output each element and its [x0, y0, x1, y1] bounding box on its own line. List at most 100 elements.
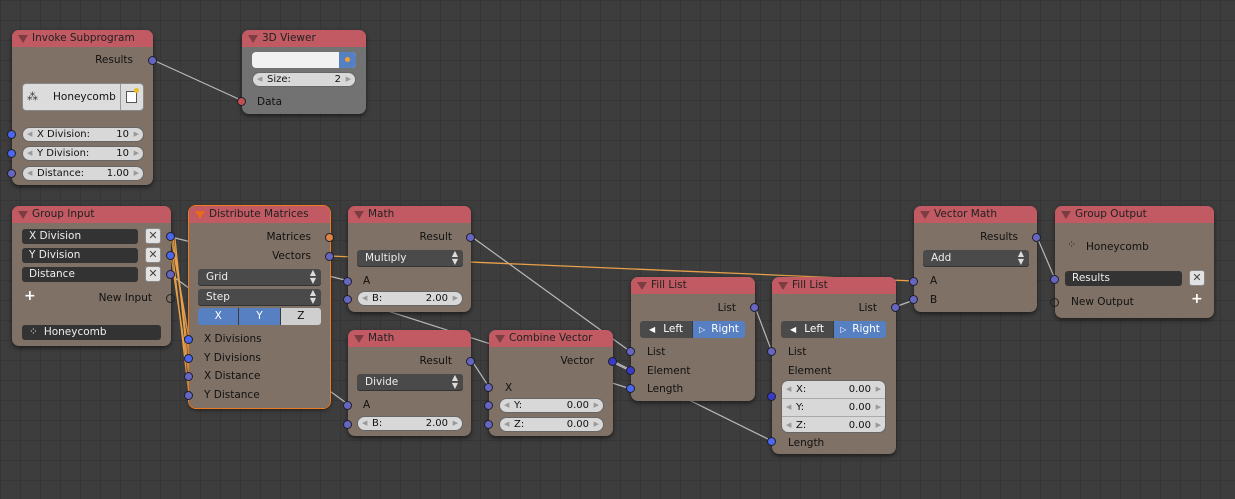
node-combine-vector[interactable]: Combine Vector Vector X ◀Y:0.00▶ ◀Z:0.00… [484, 330, 617, 436]
distance-mode-dropdown[interactable]: Step▲▼ [198, 289, 321, 306]
element-y-field[interactable]: ◀Y:0.00▶ [782, 398, 885, 416]
socket-b-input[interactable] [909, 295, 918, 304]
socket-x-division-input[interactable] [7, 130, 16, 139]
node-header[interactable]: Math [348, 206, 471, 223]
node-header[interactable]: Fill List [631, 277, 755, 294]
size-field[interactable]: ◀Size:2▶ [252, 72, 356, 87]
socket-element-input[interactable] [626, 366, 635, 375]
element-z-field[interactable]: ◀Z:0.00▶ [782, 416, 885, 434]
node-invoke-subprogram[interactable]: Invoke Subprogram Results ⁂ Honeycomb ◀X… [7, 30, 157, 185]
y-division-field[interactable]: ◀Y Division:10▶ [22, 146, 144, 161]
distance-field[interactable]: ◀Distance:1.00▶ [22, 166, 144, 181]
socket-new-input[interactable] [166, 294, 175, 303]
new-file-button[interactable] [120, 84, 143, 110]
socket-x-input[interactable] [484, 383, 493, 392]
socket-x-division-output[interactable] [166, 232, 175, 241]
operation-dropdown[interactable]: Add▲▼ [923, 250, 1029, 267]
socket-data-input[interactable] [237, 97, 246, 106]
node-header[interactable]: Distribute Matrices [189, 206, 330, 223]
collapse-triangle-icon[interactable] [1061, 211, 1071, 219]
remove-results-button[interactable]: ✕ [1189, 270, 1205, 286]
socket-new-output[interactable] [1050, 298, 1059, 307]
y-field[interactable]: ◀Y:0.00▶ [499, 398, 604, 413]
node-distribute-matrices[interactable]: Distribute Matrices Matrices Vectors Gri… [184, 205, 334, 409]
node-group-output[interactable]: Group Output ⁘ Honeycomb Results ✕ New O… [1050, 206, 1214, 318]
socket-a-input[interactable] [343, 401, 352, 410]
socket-list-input[interactable] [767, 347, 776, 356]
node-fill-list-1[interactable]: Fill List List ◀Left ▷Right List Element… [626, 277, 759, 401]
node-3d-viewer[interactable]: 3D Viewer ◀Size:2▶ Data [237, 30, 366, 114]
node-fill-list-2[interactable]: Fill List List ◀Left ▷Right List Element… [767, 277, 900, 454]
node-math-multiply[interactable]: Math Result Multiply▲▼ A ◀B:2.00▶ [343, 206, 475, 312]
socket-list-output[interactable] [750, 303, 759, 312]
socket-x-divisions-input[interactable] [184, 335, 193, 344]
x-division-field[interactable]: ◀X Division:10▶ [22, 127, 144, 142]
socket-y-input[interactable] [484, 401, 493, 410]
remove-x-division-button[interactable]: ✕ [145, 228, 161, 244]
socket-list-input[interactable] [626, 347, 635, 356]
socket-list-output[interactable] [891, 303, 900, 312]
operation-dropdown[interactable]: Divide▲▼ [357, 374, 463, 391]
input-name-x-division[interactable]: X Division [22, 229, 138, 244]
remove-y-division-button[interactable]: ✕ [145, 247, 161, 263]
axis-y-toggle[interactable]: Y [238, 308, 280, 325]
node-header[interactable]: Fill List [772, 277, 896, 294]
plus-icon[interactable]: + [1191, 291, 1203, 307]
socket-y-division-output[interactable] [166, 251, 175, 260]
node-header[interactable]: Vector Math [914, 206, 1037, 223]
socket-z-input[interactable] [484, 420, 493, 429]
axis-x-toggle[interactable]: X [198, 308, 239, 325]
collapse-triangle-icon[interactable] [354, 335, 364, 343]
plus-icon[interactable]: + [24, 288, 36, 304]
collapse-triangle-icon[interactable] [495, 335, 505, 343]
output-name-results[interactable]: Results [1065, 271, 1182, 286]
color-picker-button[interactable] [339, 52, 356, 68]
b-field[interactable]: ◀B:2.00▶ [357, 416, 463, 431]
right-toggle[interactable]: ▷Right [833, 321, 886, 338]
node-header[interactable]: Group Output [1055, 206, 1214, 223]
socket-element-input[interactable] [767, 392, 776, 401]
right-toggle[interactable]: ▷Right [692, 321, 745, 338]
input-name-distance[interactable]: Distance [22, 267, 138, 282]
operation-dropdown[interactable]: Multiply▲▼ [357, 250, 463, 267]
socket-distance-output[interactable] [166, 270, 175, 279]
socket-b-input[interactable] [343, 420, 352, 429]
socket-matrices-output[interactable] [325, 233, 334, 242]
collapse-triangle-icon[interactable] [637, 282, 647, 290]
node-header[interactable]: Group Input [12, 206, 171, 223]
collapse-triangle-icon[interactable] [354, 211, 364, 219]
socket-y-divisions-input[interactable] [184, 354, 193, 363]
socket-results-output[interactable] [1032, 233, 1041, 242]
mode-dropdown[interactable]: Grid▲▼ [198, 269, 321, 286]
node-group-input[interactable]: Group Input X Division Y Division Distan… [12, 206, 175, 346]
b-field[interactable]: ◀B:2.00▶ [357, 291, 463, 306]
collapse-triangle-icon[interactable] [778, 282, 788, 290]
collapse-triangle-icon[interactable] [195, 211, 205, 219]
node-header[interactable]: 3D Viewer [242, 30, 366, 47]
socket-vectors-output[interactable] [325, 252, 334, 261]
socket-a-input[interactable] [343, 277, 352, 286]
socket-length-input[interactable] [626, 384, 635, 393]
socket-y-division-input[interactable] [7, 149, 16, 158]
collapse-triangle-icon[interactable] [18, 211, 28, 219]
socket-result-output[interactable] [466, 233, 475, 242]
socket-b-input[interactable] [343, 295, 352, 304]
node-header[interactable]: Combine Vector [489, 330, 613, 347]
collapse-triangle-icon[interactable] [248, 35, 258, 43]
z-field[interactable]: ◀Z:0.00▶ [499, 417, 604, 432]
group-name-field[interactable]: ⁘Honeycomb [22, 325, 161, 340]
left-toggle[interactable]: ◀Left [640, 321, 692, 338]
node-header[interactable]: Invoke Subprogram [12, 30, 153, 47]
socket-x-distance-input[interactable] [184, 372, 193, 381]
subprogram-selector[interactable]: ⁂ Honeycomb [22, 83, 144, 111]
socket-results-input[interactable] [1050, 275, 1059, 284]
element-x-field[interactable]: ◀X:0.00▶ [786, 384, 881, 395]
socket-distance-input[interactable] [7, 169, 16, 178]
socket-result-output[interactable] [466, 357, 475, 366]
collapse-triangle-icon[interactable] [18, 35, 28, 43]
input-name-y-division[interactable]: Y Division [22, 248, 138, 263]
socket-y-distance-input[interactable] [184, 391, 193, 400]
left-toggle[interactable]: ◀Left [781, 321, 833, 338]
socket-vector-output[interactable] [608, 357, 617, 366]
socket-a-input[interactable] [909, 277, 918, 286]
